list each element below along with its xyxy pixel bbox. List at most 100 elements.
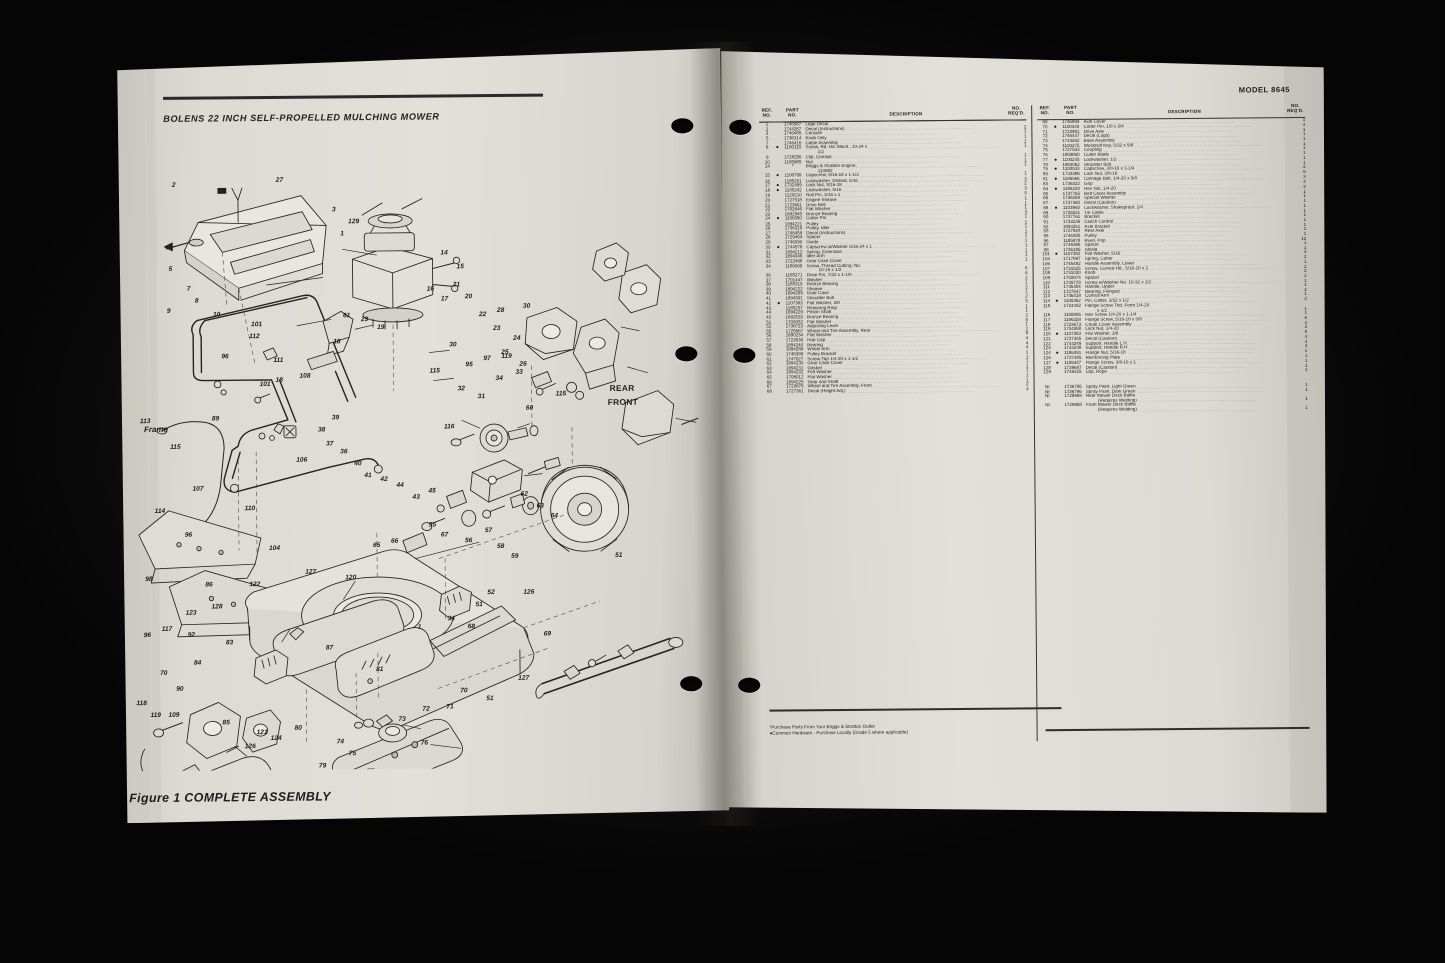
- svg-text:96: 96: [144, 632, 152, 639]
- svg-text:24: 24: [512, 335, 521, 342]
- svg-text:63: 63: [537, 503, 545, 510]
- svg-text:61: 61: [343, 312, 351, 319]
- svg-text:70: 70: [460, 687, 468, 694]
- svg-text:107: 107: [192, 486, 203, 493]
- svg-text:117: 117: [162, 626, 173, 633]
- svg-text:85: 85: [222, 719, 230, 726]
- svg-text:128: 128: [211, 603, 222, 610]
- svg-text:18: 18: [333, 338, 341, 345]
- svg-text:108: 108: [299, 373, 310, 380]
- cell-part-no: [1060, 408, 1086, 413]
- svg-text:72: 72: [422, 706, 430, 713]
- svg-text:71: 71: [446, 703, 454, 710]
- col-header-qty: NO. REQ'D.: [1008, 105, 1025, 116]
- svg-text:76: 76: [421, 740, 429, 747]
- svg-text:45: 45: [427, 488, 436, 495]
- svg-text:3: 3: [332, 206, 336, 213]
- cell-qty-required: 1: [1305, 405, 1308, 411]
- punch-hole-mid-left: [675, 346, 698, 362]
- svg-text:64: 64: [551, 512, 559, 519]
- svg-text:127: 127: [305, 569, 316, 576]
- svg-text:113: 113: [140, 418, 151, 425]
- svg-text:112: 112: [249, 333, 260, 340]
- footnotes: *Purchase Parts From Your Briggs & Strat…: [770, 722, 1070, 738]
- svg-text:101: 101: [260, 381, 271, 388]
- parts-table-right: REF. NO. PART NO. DESCRIPTION: [1037, 103, 1308, 413]
- svg-text:95: 95: [465, 361, 473, 368]
- svg-text:42: 42: [379, 476, 388, 483]
- footnote-rule: [769, 707, 1061, 711]
- svg-text:115: 115: [429, 367, 440, 374]
- svg-text:57: 57: [485, 527, 493, 534]
- svg-text:14: 14: [440, 249, 448, 256]
- svg-text:34: 34: [448, 615, 456, 622]
- parts-table-column-left: REF. NO. PART NO. DESCRIPTION: [754, 105, 1038, 743]
- svg-text:124: 124: [271, 735, 282, 742]
- svg-text:75: 75: [349, 750, 357, 757]
- svg-text:30: 30: [449, 341, 457, 348]
- svg-text:32: 32: [458, 385, 466, 392]
- figure-caption: Figure 1 COMPLETE ASSEMBLY: [129, 789, 332, 806]
- svg-text:114: 114: [155, 508, 166, 515]
- svg-text:56: 56: [465, 537, 473, 544]
- cell-description: (Requires Welding)......................…: [1097, 406, 1257, 413]
- svg-text:16: 16: [427, 286, 435, 293]
- svg-text:115: 115: [556, 390, 567, 397]
- svg-text:119: 119: [150, 712, 161, 719]
- svg-text:77: 77: [367, 768, 375, 771]
- svg-text:119: 119: [501, 353, 512, 360]
- svg-text:104: 104: [269, 545, 280, 552]
- svg-text:126: 126: [245, 743, 256, 750]
- svg-text:74: 74: [337, 738, 345, 745]
- page-header-title: BOLENS 22 INCH SELF-PROPELLED MULCHING M…: [163, 111, 440, 124]
- svg-text:43: 43: [412, 494, 421, 501]
- cell-part-no: 1727361: [786, 388, 804, 394]
- svg-text:127: 127: [518, 675, 529, 682]
- svg-text:79: 79: [319, 762, 327, 769]
- svg-text:118: 118: [136, 700, 147, 707]
- svg-text:96: 96: [185, 532, 193, 539]
- svg-text:67: 67: [441, 531, 449, 538]
- svg-text:51: 51: [475, 601, 483, 608]
- svg-text:36: 36: [340, 448, 348, 455]
- svg-text:96: 96: [221, 353, 229, 360]
- svg-text:73: 73: [398, 716, 406, 723]
- right-page: MODEL 8645 REF. NO.: [719, 43, 1337, 818]
- svg-text:97: 97: [483, 355, 491, 362]
- svg-text:28: 28: [496, 307, 505, 314]
- punch-hole-top-left: [671, 118, 694, 134]
- parts-table-column-right: REF. NO. PART NO. DESCRIPTION: [1032, 103, 1316, 741]
- punch-hole-bottom-right: [738, 677, 761, 693]
- svg-text:2: 2: [171, 182, 176, 189]
- svg-text:5: 5: [169, 266, 173, 273]
- col-header-part-no-2: PART NO.: [1064, 105, 1077, 116]
- cell-description: Decal (Height Adj.).....................…: [807, 387, 973, 394]
- svg-text:20: 20: [464, 293, 473, 300]
- svg-text:22: 22: [478, 311, 487, 318]
- col-header-part-no: PART NO.: [786, 107, 799, 118]
- parts-list-tables: REF. NO. PART NO. DESCRIPTION: [754, 103, 1316, 744]
- diagram-label-front: FRONT: [607, 396, 639, 408]
- svg-text:52: 52: [487, 589, 495, 596]
- svg-text:111: 111: [273, 357, 283, 364]
- parts-manual-booklet: BOLENS 22 INCH SELF-PROPELLED MULCHING M…: [115, 41, 1337, 827]
- svg-text:38: 38: [318, 426, 326, 433]
- left-page: BOLENS 22 INCH SELF-PROPELLED MULCHING M…: [115, 48, 730, 823]
- svg-text:70: 70: [160, 670, 168, 677]
- svg-text:19: 19: [377, 324, 385, 331]
- svg-text:115: 115: [170, 444, 181, 451]
- svg-text:34: 34: [495, 375, 503, 382]
- svg-text:37: 37: [326, 440, 334, 447]
- svg-text:51: 51: [615, 552, 623, 559]
- svg-text:59: 59: [511, 553, 519, 560]
- svg-text:66: 66: [391, 538, 399, 545]
- svg-text:21: 21: [452, 281, 461, 288]
- model-number: MODEL 8645: [1238, 85, 1291, 95]
- svg-text:129: 129: [348, 218, 359, 225]
- svg-text:58: 58: [497, 543, 505, 550]
- cell-qty-required: 4: [1026, 386, 1029, 392]
- svg-text:83: 83: [226, 639, 234, 646]
- svg-text:106: 106: [296, 457, 307, 464]
